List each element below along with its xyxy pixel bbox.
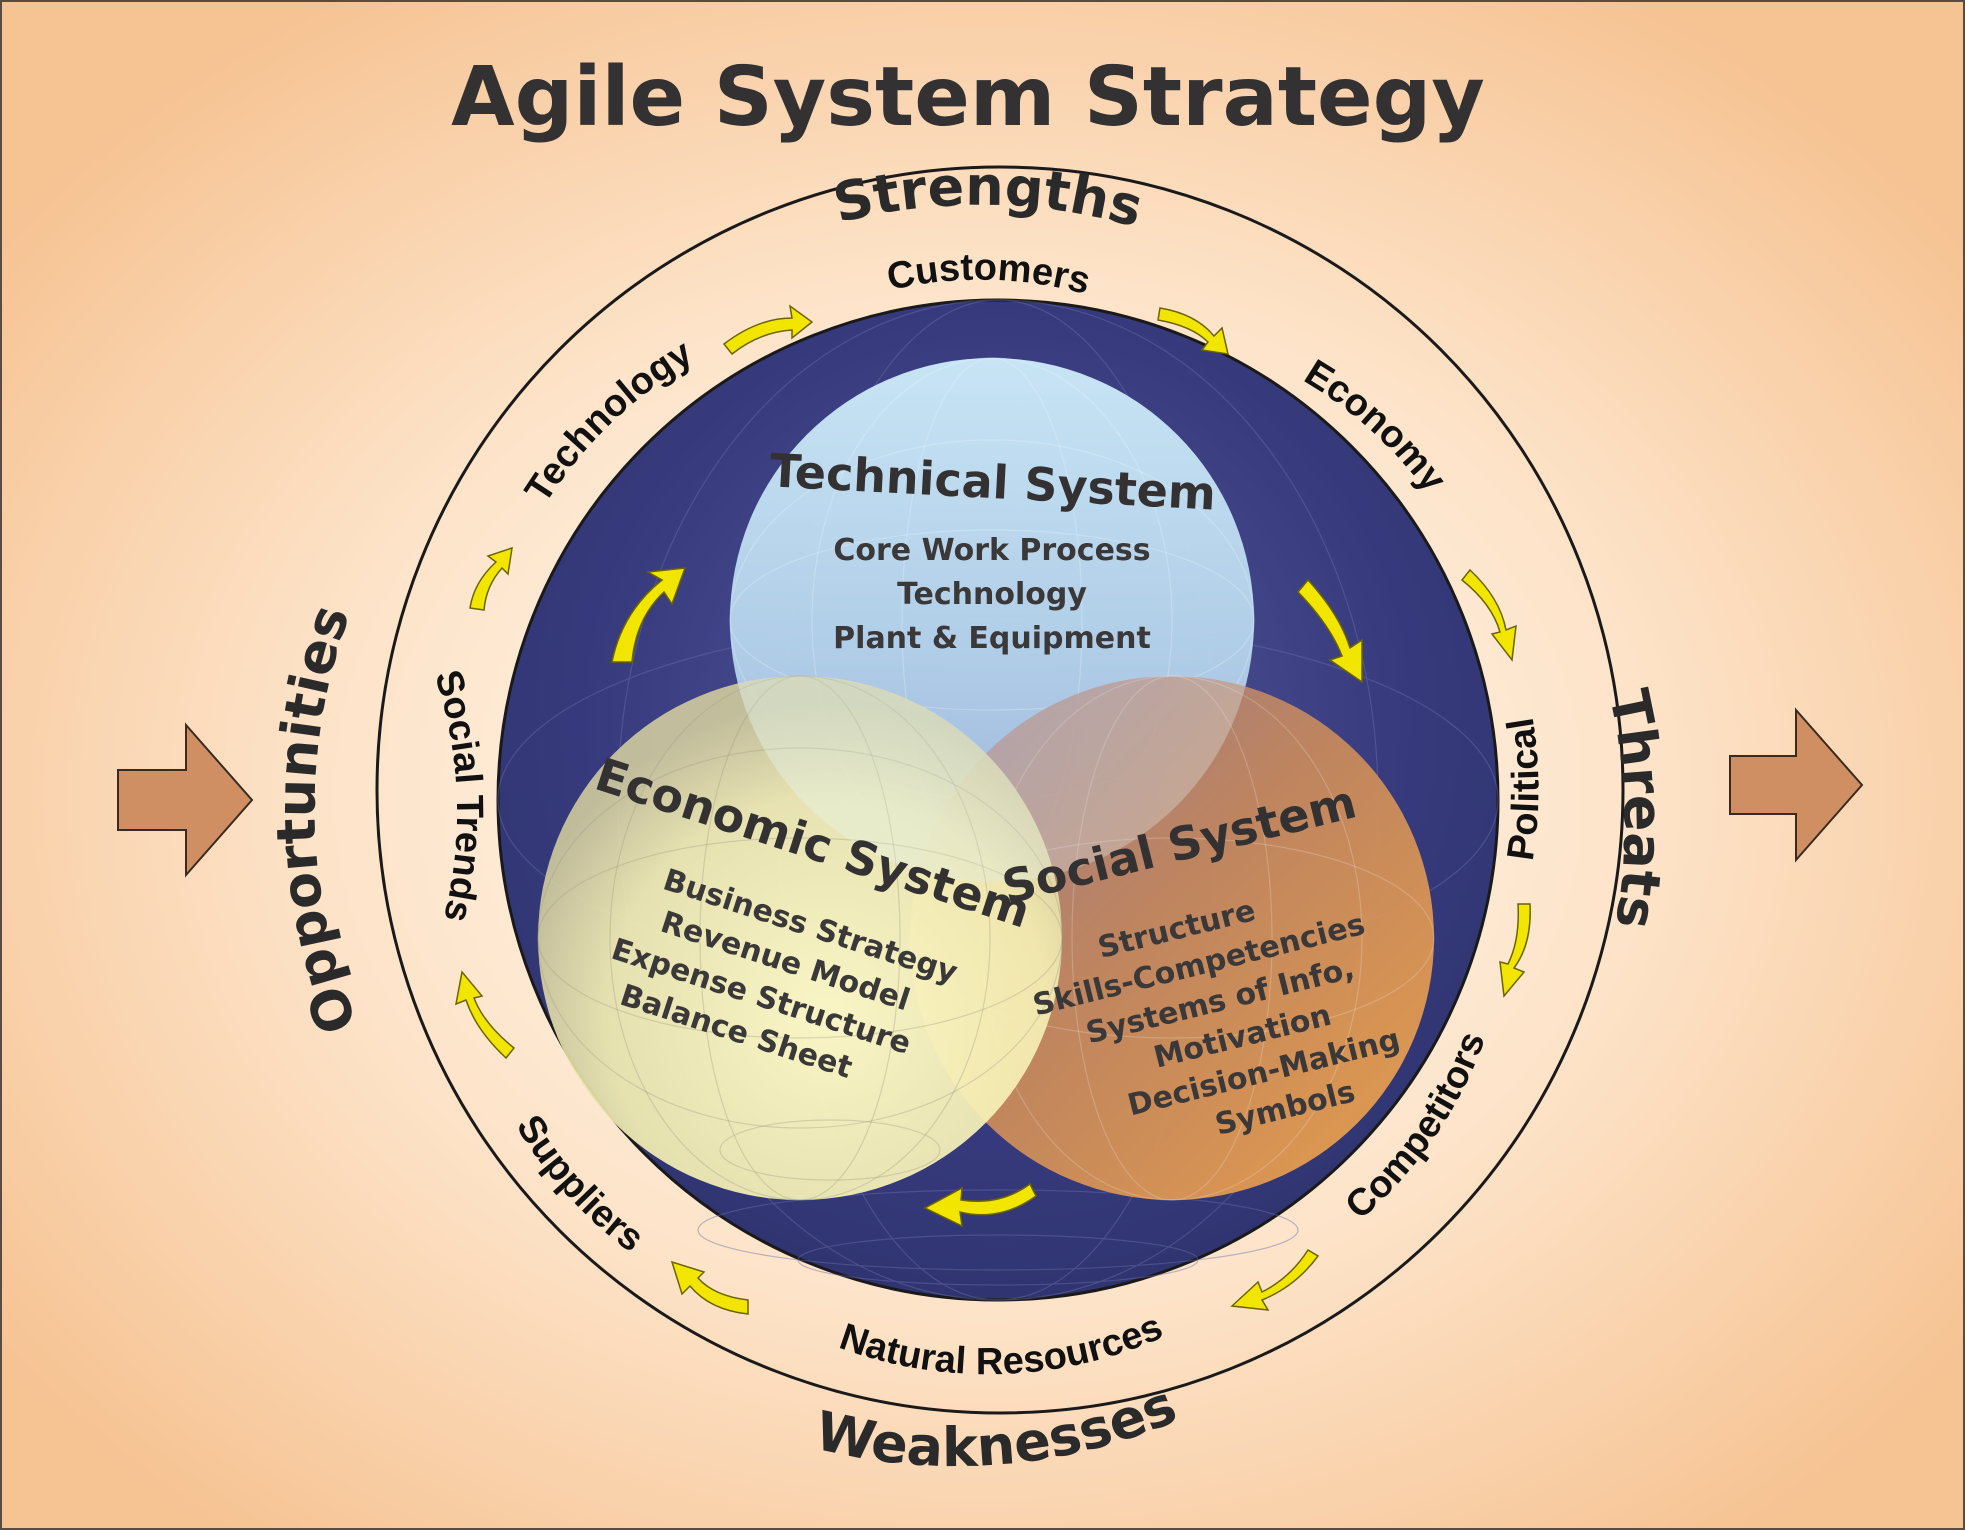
outer-cycle-arrows xyxy=(455,304,1531,1315)
arrow-icon xyxy=(1230,1248,1320,1311)
arrow-icon xyxy=(469,546,513,611)
arrow-icon xyxy=(722,304,814,356)
arrow-icon xyxy=(670,1260,749,1315)
right-arrow-icon xyxy=(1729,707,1864,863)
arrow-icon xyxy=(1157,307,1229,355)
technical-item: Core Work Process xyxy=(833,533,1150,568)
arrow-icon xyxy=(611,567,687,663)
inner-cycle-arrows xyxy=(611,567,1363,1228)
technical-item: Technology xyxy=(897,577,1087,612)
arrow-icon xyxy=(455,970,516,1060)
technical-overlap xyxy=(730,358,1254,882)
social-system-sphere xyxy=(909,675,1435,1201)
arrow-icon xyxy=(923,1182,1037,1228)
outer-ring xyxy=(375,165,1625,1415)
diagram-title: Agile System Strategy xyxy=(451,50,1485,145)
economic-system-sphere xyxy=(537,675,1063,1201)
arrow-icon xyxy=(1296,578,1363,684)
arrow-icon xyxy=(1460,568,1517,662)
technical-system-text: Technical System Core Work Process Techn… xyxy=(768,443,1217,656)
arrow-icon xyxy=(1499,903,1531,998)
ring-label-political: Political xyxy=(1500,715,1548,863)
technical-item: Plant & Equipment xyxy=(833,621,1151,656)
left-arrow-icon xyxy=(117,722,254,878)
